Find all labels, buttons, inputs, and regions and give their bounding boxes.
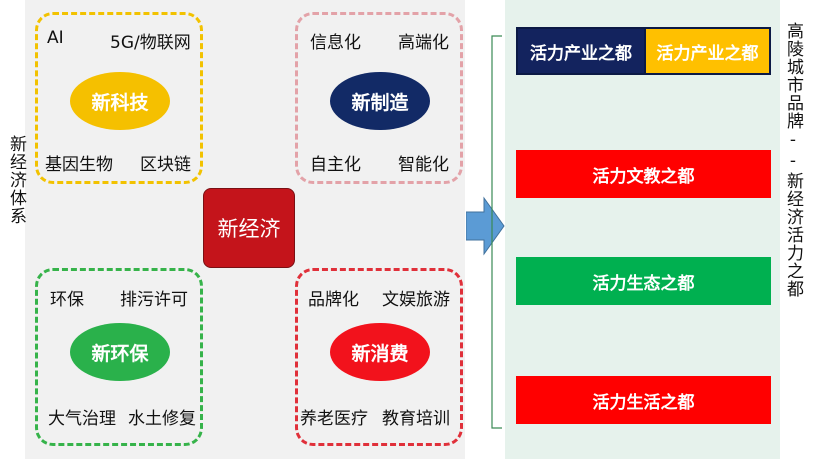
oval-new-manufacturing: 新制造 [330,72,430,130]
right-arrow-icon [466,196,505,256]
bar-industry-right: 活力产业之都 [646,27,771,75]
oval-new-environment: 新环保 [70,323,170,381]
bar-living: 活力生活之都 [516,376,771,424]
bar-industry-left: 活力产业之都 [516,27,646,75]
quadrant-consumption [295,268,463,446]
city-brand-title: 高陵城市品牌--新经济活力之都 [783,22,803,298]
tag-soil-water-restoration: 水土修复 [128,409,196,429]
new-economy-system-label: 新经济体系 [6,135,26,225]
quadrant-manufacturing [295,12,463,184]
bar-culture-education: 活力文教之都 [516,150,771,198]
tag-environmental: 环保 [50,290,84,310]
tag-gene-bio: 基因生物 [45,155,113,175]
tag-5g-iot: 5G/物联网 [110,33,191,53]
tag-education-training: 教育培训 [382,409,450,429]
new-economy-center-box: 新经济 [203,188,295,268]
oval-new-tech: 新科技 [70,72,170,130]
tag-elderly-medical: 养老医疗 [300,409,368,429]
tag-blockchain: 区块链 [140,155,191,175]
bar-ecology: 活力生态之都 [516,257,771,305]
tag-ai: AI [47,28,64,48]
oval-new-consumption: 新消费 [330,323,430,381]
tag-high-end: 高端化 [398,33,449,53]
tag-culture-tourism: 文娱旅游 [382,290,450,310]
tag-informatization: 信息化 [310,33,361,53]
tag-air-governance: 大气治理 [48,409,116,429]
tag-branding: 品牌化 [308,290,359,310]
tag-intelligent: 智能化 [398,155,449,175]
bracket-icon [491,35,502,429]
quadrant-environment [35,268,203,446]
quadrant-tech [35,12,203,184]
tag-emission-permit: 排污许可 [120,290,188,310]
tag-autonomy: 自主化 [310,155,361,175]
